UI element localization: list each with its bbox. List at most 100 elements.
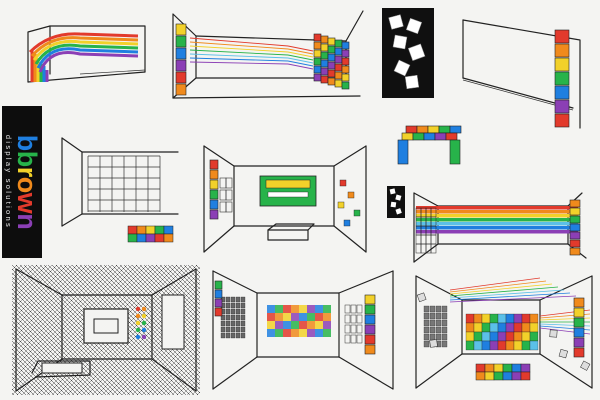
logo-letter: o <box>12 176 42 193</box>
cube <box>341 41 350 50</box>
grid-cell <box>225 320 231 327</box>
shelf-cell <box>225 177 233 189</box>
shelf-cell <box>219 177 227 189</box>
colour-tile <box>307 313 315 321</box>
cube <box>353 209 361 217</box>
cube-totem <box>554 29 570 128</box>
logo-letter: r <box>12 166 42 177</box>
cube <box>209 179 219 190</box>
display-board <box>265 179 311 189</box>
cube <box>209 169 219 180</box>
grid-cell <box>235 332 241 339</box>
grid-cell <box>225 302 231 309</box>
colour-tile <box>315 321 323 329</box>
shelf-cell <box>430 243 437 254</box>
cube <box>334 79 343 88</box>
cube <box>320 43 329 52</box>
cube <box>521 322 531 333</box>
cube <box>484 371 495 381</box>
grid-cell <box>435 312 442 320</box>
rainbow-stripe <box>416 226 578 230</box>
cube <box>465 340 475 351</box>
hatch-line <box>156 351 200 396</box>
cube <box>573 307 585 318</box>
shelf-cell <box>415 243 422 254</box>
grid-cell <box>220 320 226 327</box>
cube <box>334 39 343 48</box>
hatch-line <box>171 366 200 396</box>
cube <box>327 37 336 46</box>
cube <box>554 99 570 114</box>
cube <box>412 132 425 141</box>
hatch-line <box>12 265 93 346</box>
shelf-cell <box>356 304 363 314</box>
hatch-line <box>91 286 200 396</box>
logo-letter: w <box>12 192 42 214</box>
cube <box>554 57 570 72</box>
grid-cell <box>441 312 448 320</box>
hatch-line <box>166 361 200 396</box>
cube <box>423 132 436 141</box>
light-strand <box>189 45 289 53</box>
rainbow-stripe <box>416 206 578 210</box>
hatch-line <box>16 265 148 396</box>
cube <box>334 55 343 64</box>
grid-cell <box>235 320 241 327</box>
cube <box>489 340 499 351</box>
cube <box>497 340 507 351</box>
cube <box>493 363 504 373</box>
colour-tile <box>291 329 299 337</box>
light-strand <box>287 45 314 52</box>
hatch-line <box>12 265 48 301</box>
grid-cell <box>423 326 430 334</box>
cube <box>364 324 376 335</box>
shelf-cell <box>415 234 422 245</box>
grid-cell <box>230 296 236 303</box>
grid-cell <box>225 308 231 315</box>
cube <box>313 73 322 82</box>
colour-dot <box>141 320 147 326</box>
cube-bench-small <box>127 225 174 243</box>
cube <box>320 35 329 44</box>
cube <box>175 71 187 84</box>
cube <box>489 331 499 342</box>
hatch-line <box>12 360 47 396</box>
light-strand <box>189 53 289 59</box>
light-strand <box>449 295 577 303</box>
hatch-line <box>119 265 200 346</box>
hatch-line <box>141 336 200 396</box>
colour-tile <box>299 305 307 313</box>
cube <box>313 65 322 74</box>
cube <box>529 331 539 342</box>
card <box>429 339 438 348</box>
light-strand <box>287 63 314 70</box>
grid-cell <box>240 314 246 321</box>
floating-cards-panel <box>382 8 434 98</box>
colour-dot <box>135 313 141 319</box>
shelf-cell <box>425 234 432 245</box>
cube <box>175 59 187 72</box>
cube <box>327 45 336 54</box>
colour-tile <box>283 305 291 313</box>
cube <box>449 139 461 165</box>
rainbow-wall-stripes <box>415 199 581 256</box>
cube <box>569 215 581 224</box>
light-strand <box>449 277 541 291</box>
cube <box>313 49 322 58</box>
cube <box>209 209 219 220</box>
cube <box>175 47 187 60</box>
colour-tile <box>267 305 275 313</box>
grid-cell <box>235 296 241 303</box>
shelf-cell <box>420 234 427 245</box>
grid-cell <box>230 320 236 327</box>
rainbow-stripe <box>38 51 139 73</box>
shelf-cell <box>356 334 363 344</box>
hatch-line <box>135 265 200 330</box>
hatch-line <box>155 265 200 310</box>
hatch-line <box>12 380 27 396</box>
logo-letter: n <box>12 213 42 230</box>
hatch-line <box>12 268 139 396</box>
cube <box>127 233 138 243</box>
grid-cell <box>435 333 442 341</box>
colour-tile <box>283 329 291 337</box>
